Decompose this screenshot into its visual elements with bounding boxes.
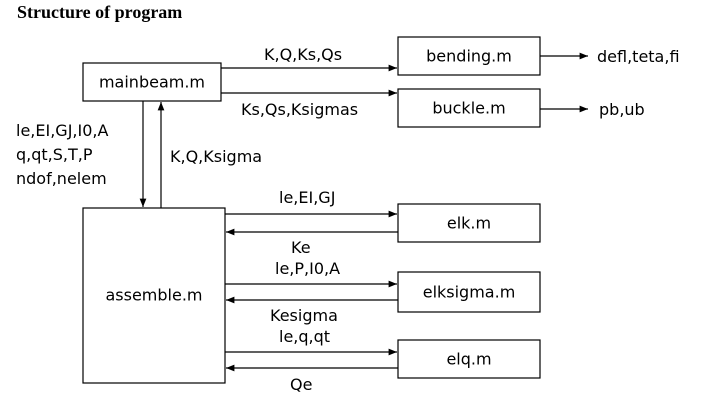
buckle-label: buckle.m <box>432 99 505 118</box>
elq-box <box>397 339 541 379</box>
label-main-to-bending: K,Q,Ks,Qs <box>264 45 342 64</box>
elk-label: elk.m <box>447 214 491 233</box>
label-bending-out: defl,teta,fi <box>597 47 680 66</box>
label-assemble-to-main: K,Q,Ksigma <box>170 147 262 166</box>
label-from-elksigma: Kesigma <box>270 306 338 325</box>
assemble-label: assemble.m <box>105 286 202 305</box>
label-inputs-3: ndof,nelem <box>16 169 107 188</box>
label-inputs-2: q,qt,S,T,P <box>16 145 93 164</box>
elk-box <box>397 203 541 243</box>
label-to-elq: le,q,qt <box>279 327 330 346</box>
assemble-box <box>82 207 226 384</box>
mainbeam-box <box>82 62 222 102</box>
elq-label: elq.m <box>446 350 491 369</box>
diagram-title: Structure of program <box>17 2 183 22</box>
label-main-to-buckle: Ks,Qs,Ksigmas <box>241 100 358 119</box>
elksigma-box <box>397 271 541 313</box>
mainbeam-label: mainbeam.m <box>99 73 205 92</box>
bending-box <box>397 36 541 76</box>
elksigma-label: elksigma.m <box>423 283 516 302</box>
label-buckle-out: pb,ub <box>599 100 645 119</box>
bending-label: bending.m <box>426 47 512 66</box>
buckle-box <box>397 88 541 128</box>
label-from-elq: Qe <box>290 375 312 394</box>
label-to-elksigma: le,P,I0,A <box>275 259 340 278</box>
label-to-elk: le,EI,GJ <box>279 188 335 207</box>
label-inputs-1: le,EI,GJ,I0,A <box>16 121 108 140</box>
label-from-elk: Ke <box>291 238 311 257</box>
